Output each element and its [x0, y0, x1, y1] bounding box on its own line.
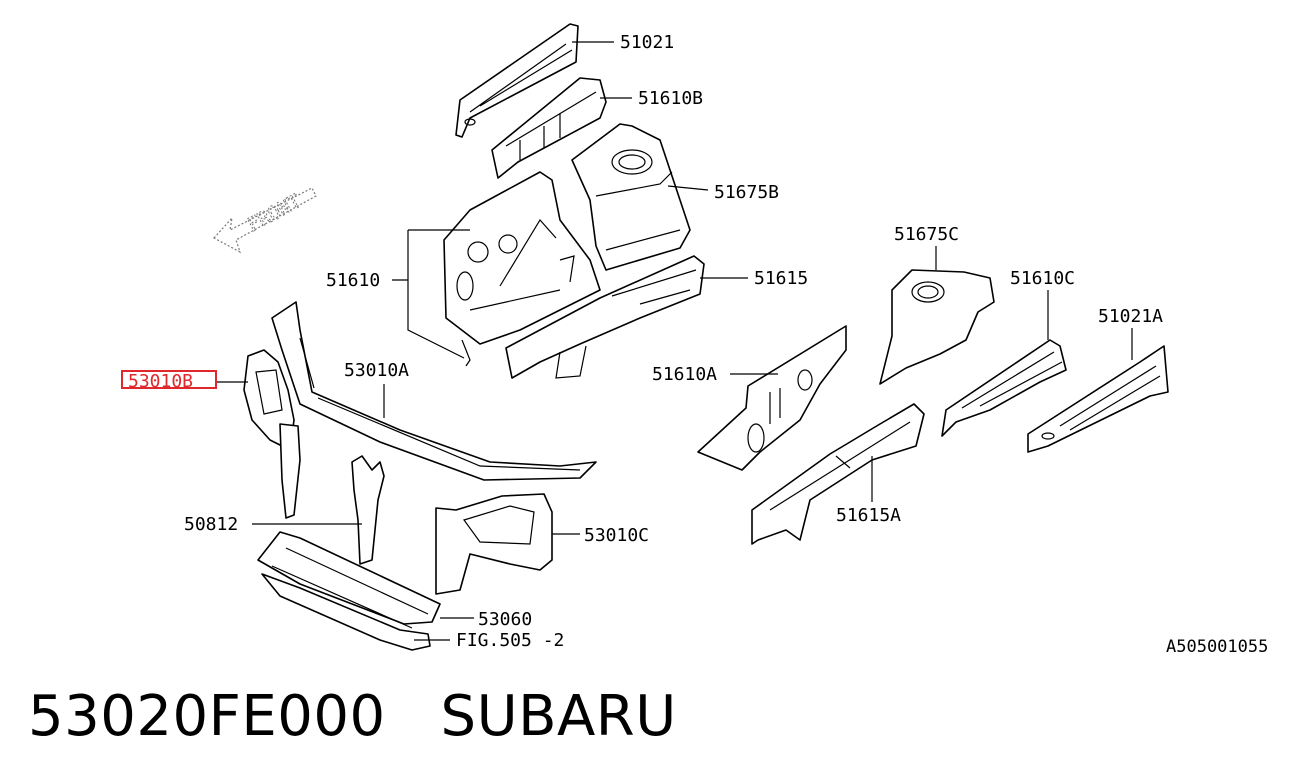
callout-51610A[interactable]: 51610A — [652, 364, 717, 385]
callout-53010B-highlight-box — [121, 370, 217, 389]
caption-part-number-brand: 53020FE000 SUBARU — [28, 684, 677, 749]
callout-51615[interactable]: 51615 — [754, 268, 808, 289]
part-51021-shape — [455, 23, 579, 138]
callout-53060[interactable]: 53060 — [478, 609, 532, 630]
part-51675B-shape — [571, 123, 691, 271]
parts-diagram: FRONT — [121, 23, 1268, 657]
callout-50812[interactable]: 50812 — [184, 514, 238, 535]
callout-51610[interactable]: 51610 — [326, 270, 380, 291]
part-50812-shape — [351, 455, 385, 565]
illustration-code: A505001055 — [1166, 637, 1268, 657]
callout-51675C[interactable]: 51675C — [894, 224, 959, 245]
callout-51021A[interactable]: 51021A — [1098, 306, 1163, 327]
front-label: FRONT — [244, 190, 305, 236]
front-arrow-icon — [213, 187, 317, 254]
leader-lines — [216, 41, 1133, 641]
part-53060-shape — [257, 531, 441, 629]
callout-53010C[interactable]: 53010C — [584, 525, 649, 546]
part-51021A-shape — [1027, 345, 1169, 453]
fig-505-bracket-shape — [261, 573, 431, 651]
callout-51610C[interactable]: 51610C — [1010, 268, 1075, 289]
part-51675C-shape — [879, 269, 995, 385]
part-51610A-shape — [697, 325, 847, 471]
callout-53010B[interactable]: 53010B — [128, 371, 193, 392]
callout-53010A[interactable]: 53010A — [344, 360, 409, 381]
part-51615-shape — [505, 255, 705, 379]
part-51610C-shape — [941, 339, 1067, 437]
part-51610B-shape — [491, 77, 607, 179]
callout-51610B[interactable]: 51610B — [638, 88, 703, 109]
callout-fig-505-2[interactable]: FIG.505 -2 — [456, 630, 564, 651]
part-53010C-shape — [435, 493, 553, 595]
callout-51675B[interactable]: 51675B — [714, 182, 779, 203]
callout-51021[interactable]: 51021 — [620, 32, 674, 53]
part-53010A-shape — [271, 301, 597, 481]
part-51610-shape — [443, 171, 601, 367]
part-53010B-shape — [243, 349, 301, 519]
callout-51615A[interactable]: 51615A — [836, 505, 901, 526]
